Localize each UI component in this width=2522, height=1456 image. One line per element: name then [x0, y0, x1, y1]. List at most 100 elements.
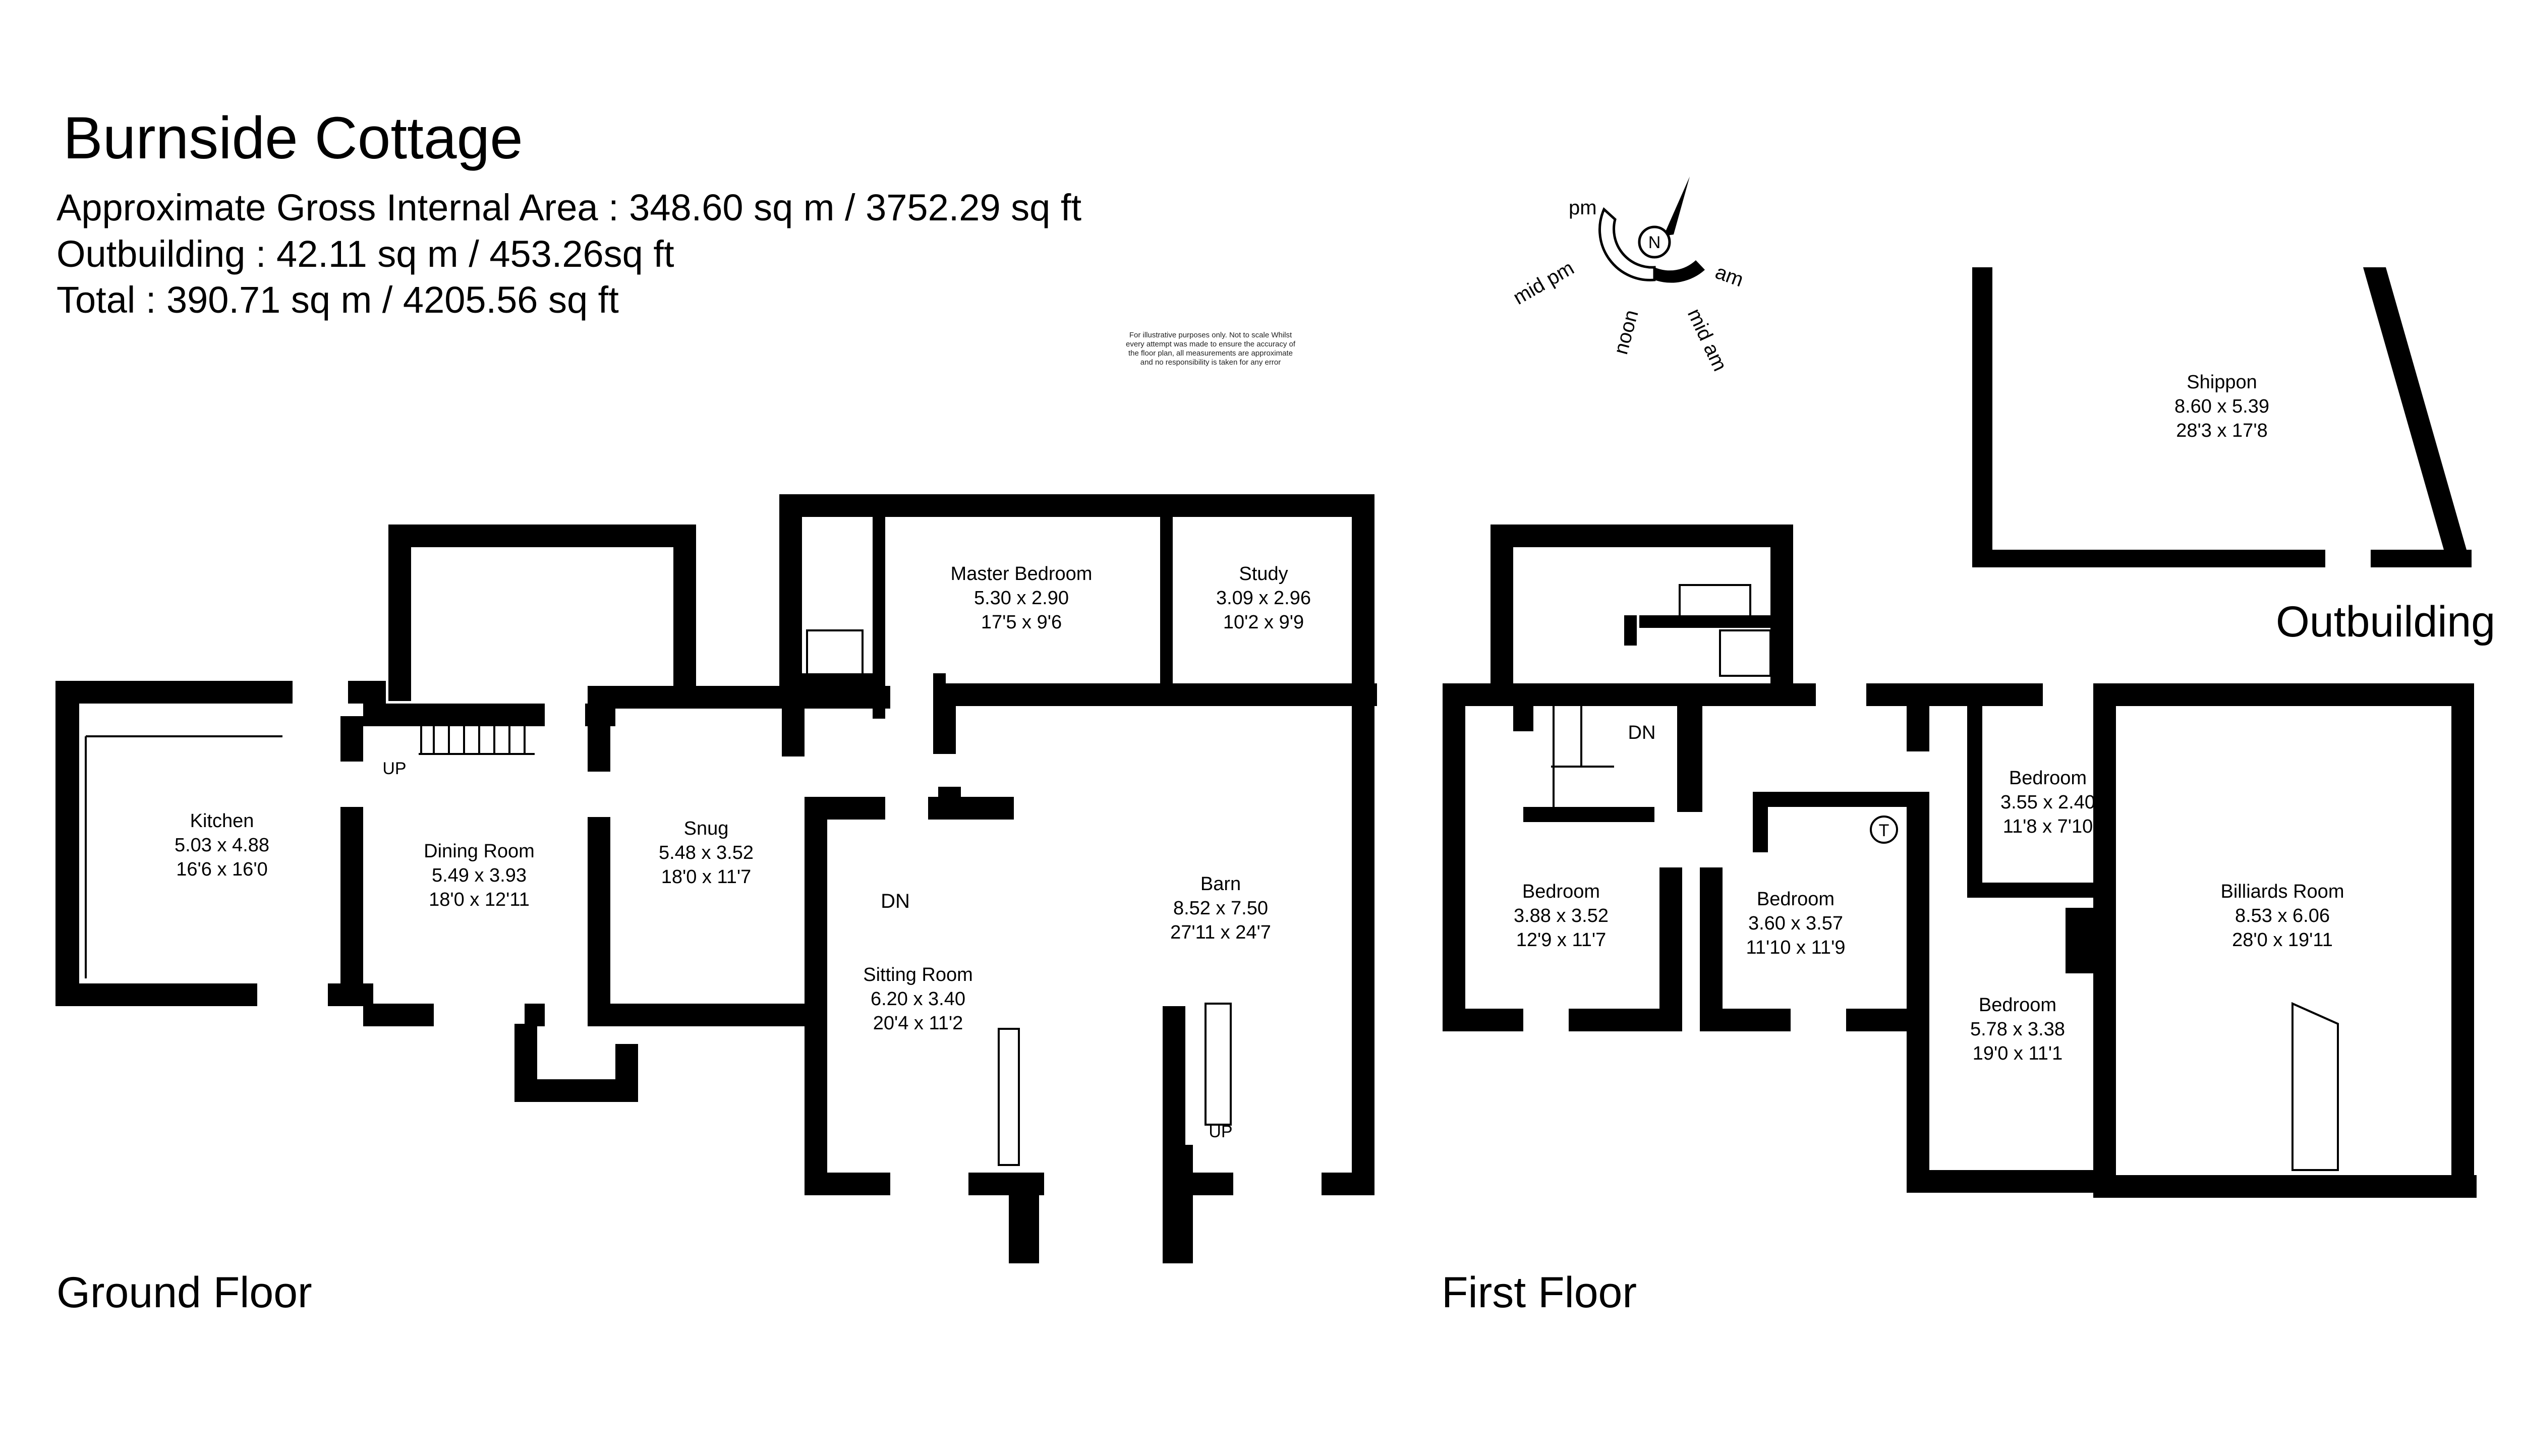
room-imperial-bedroom-4: 19'0 x 11'1 [1973, 1043, 2063, 1064]
room-imperial-master-bedroom: 17'5 x 9'6 [981, 612, 1062, 633]
room-name-shippon: Shippon [2187, 372, 2257, 393]
stair-down-label-first: DN [1628, 722, 1656, 743]
wall [615, 1044, 638, 1102]
outbuilding-area: Outbuilding : 42.11 sq m / 453.26sq ft [56, 233, 674, 275]
wall [1659, 867, 1682, 1031]
wall [673, 525, 696, 701]
wall [1513, 696, 1533, 731]
tank-symbol: T [1879, 821, 1889, 840]
wall [1491, 525, 1513, 691]
wall [340, 807, 363, 983]
wall [1866, 683, 2043, 706]
ground-floor-thin-lines [77, 629, 1232, 1166]
room-name-bedroom-3: Bedroom [2009, 768, 2087, 789]
gross-internal-area: Approximate Gross Internal Area : 348.60… [56, 187, 1082, 228]
wall [388, 525, 696, 547]
wall [1160, 517, 1173, 683]
wall [363, 704, 545, 726]
room-name-sitting-room: Sitting Room [863, 964, 973, 985]
outbuilding-label: Outbuilding [2276, 598, 2496, 646]
room-name-dining-room: Dining Room [424, 841, 535, 862]
wall [55, 681, 78, 1006]
room-metric-bedroom-2: 3.60 x 3.57 [1748, 913, 1843, 934]
property-title: Burnside Cottage [63, 105, 523, 171]
room-name-snug: Snug [684, 818, 729, 839]
north-arrow-icon [1664, 177, 1690, 236]
wall [1753, 792, 1929, 807]
wall [2093, 683, 2474, 706]
room-name-barn: Barn [1200, 873, 1241, 895]
wall [1907, 792, 1929, 1190]
room-imperial-shippon: 28'3 x 17'8 [2176, 420, 2267, 441]
wall [388, 525, 411, 701]
room-name-bedroom-1: Bedroom [1522, 881, 1600, 902]
wall [1677, 696, 1702, 812]
wall [1569, 1009, 1670, 1031]
compass-rose: N pm am mid pm mid am noon [1510, 177, 1746, 375]
stair-up-label: UP [382, 759, 406, 778]
wall [2093, 706, 2116, 1198]
wall [1770, 525, 1793, 691]
wall [1972, 550, 2325, 567]
room-imperial-bedroom-3: 11'8 x 7'10 [2003, 816, 2093, 837]
room-name-kitchen: Kitchen [190, 810, 254, 832]
first-floor-thin-lines [1551, 584, 2339, 1171]
room-metric-kitchen: 5.03 x 4.88 [175, 835, 269, 856]
wall [1443, 683, 1816, 706]
room-imperial-study: 10'2 x 9'9 [1223, 612, 1304, 633]
wall [805, 797, 827, 1195]
room-metric-barn: 8.52 x 7.50 [1173, 898, 1268, 919]
wall [805, 1173, 890, 1195]
stair-down-label: DN [881, 890, 910, 912]
room-metric-snug: 5.48 x 3.52 [659, 842, 754, 863]
wall [1700, 1009, 1791, 1031]
compass-north: N [1648, 233, 1661, 252]
room-imperial-bedroom-1: 12'9 x 11'7 [1516, 929, 1607, 951]
ground-floor-label: Ground Floor [56, 1268, 312, 1317]
wall [779, 494, 802, 686]
wall [1491, 525, 1793, 547]
wall [938, 787, 961, 817]
room-metric-master-bedroom: 5.30 x 2.90 [974, 588, 1069, 609]
room-imperial-sitting-room: 20'4 x 11'2 [873, 1013, 963, 1034]
room-name-study: Study [1239, 563, 1288, 585]
wall [2066, 908, 2093, 973]
room-imperial-snug: 18'0 x 11'7 [661, 866, 752, 888]
outbuilding-walls [1972, 267, 2472, 567]
room-imperial-dining-room: 18'0 x 12'11 [429, 889, 530, 910]
wall [55, 983, 257, 1006]
wall [525, 1004, 545, 1026]
wall [805, 797, 885, 820]
wall [933, 683, 1377, 706]
room-metric-bedroom-3: 3.55 x 2.40 [2000, 792, 2095, 813]
wall [1753, 792, 1768, 852]
wall [1967, 883, 2103, 898]
room-imperial-barn: 27'11 x 24'7 [1170, 922, 1271, 943]
room-metric-dining-room: 5.49 x 3.93 [432, 865, 527, 886]
room-imperial-kitchen: 16'6 x 16'0 [176, 859, 267, 880]
wall [1322, 1173, 1374, 1195]
wall [1352, 494, 1374, 1195]
wall [588, 817, 610, 1024]
first-floor-label: First Floor [1442, 1268, 1637, 1317]
wall [588, 1004, 805, 1026]
wall [55, 681, 293, 704]
wall [363, 1004, 434, 1026]
wall [2093, 1175, 2477, 1198]
room-name-bedroom-4: Bedroom [1979, 995, 2056, 1016]
wall [933, 683, 956, 754]
wall [2363, 267, 2472, 567]
wall [1163, 1006, 1185, 1162]
wall [1009, 1173, 1039, 1263]
room-metric-sitting-room: 6.20 x 3.40 [871, 988, 965, 1010]
wall [1163, 1173, 1233, 1195]
wall [1624, 615, 1637, 646]
wall [779, 494, 1374, 517]
compass-pm: pm [1569, 197, 1597, 219]
wall [1907, 1170, 2093, 1193]
wall [328, 983, 373, 1006]
room-name-billiards-room: Billiards Room [2221, 881, 2344, 902]
stair-up-label-barn: UP [1209, 1122, 1232, 1141]
room-name-bedroom-2: Bedroom [1757, 889, 1835, 910]
